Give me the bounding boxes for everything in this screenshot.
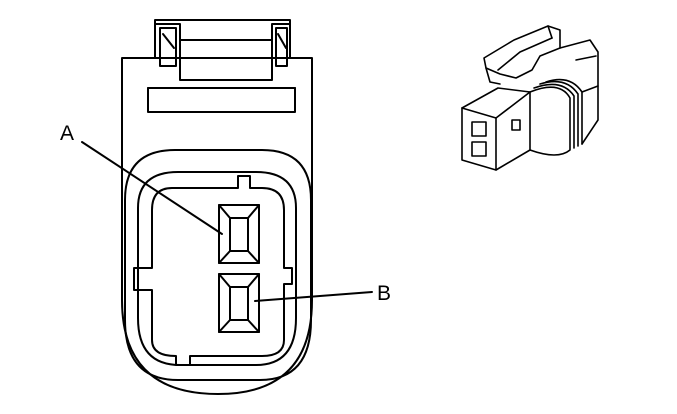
callout-label-a: A — [60, 122, 75, 145]
inner-seal-ring — [137, 171, 297, 366]
connector-isometric-view — [461, 25, 599, 171]
terminal-cavity-b — [218, 273, 260, 333]
terminal-cavity-frame — [133, 175, 293, 366]
terminal-cavity-a — [218, 204, 260, 264]
callout-label-b: B — [377, 282, 392, 305]
leader-line-a — [81, 141, 223, 235]
outer-seal-ring — [124, 149, 312, 381]
connector-face-view — [81, 19, 373, 395]
leader-line-b — [254, 291, 373, 302]
locking-tab — [147, 23, 296, 113]
